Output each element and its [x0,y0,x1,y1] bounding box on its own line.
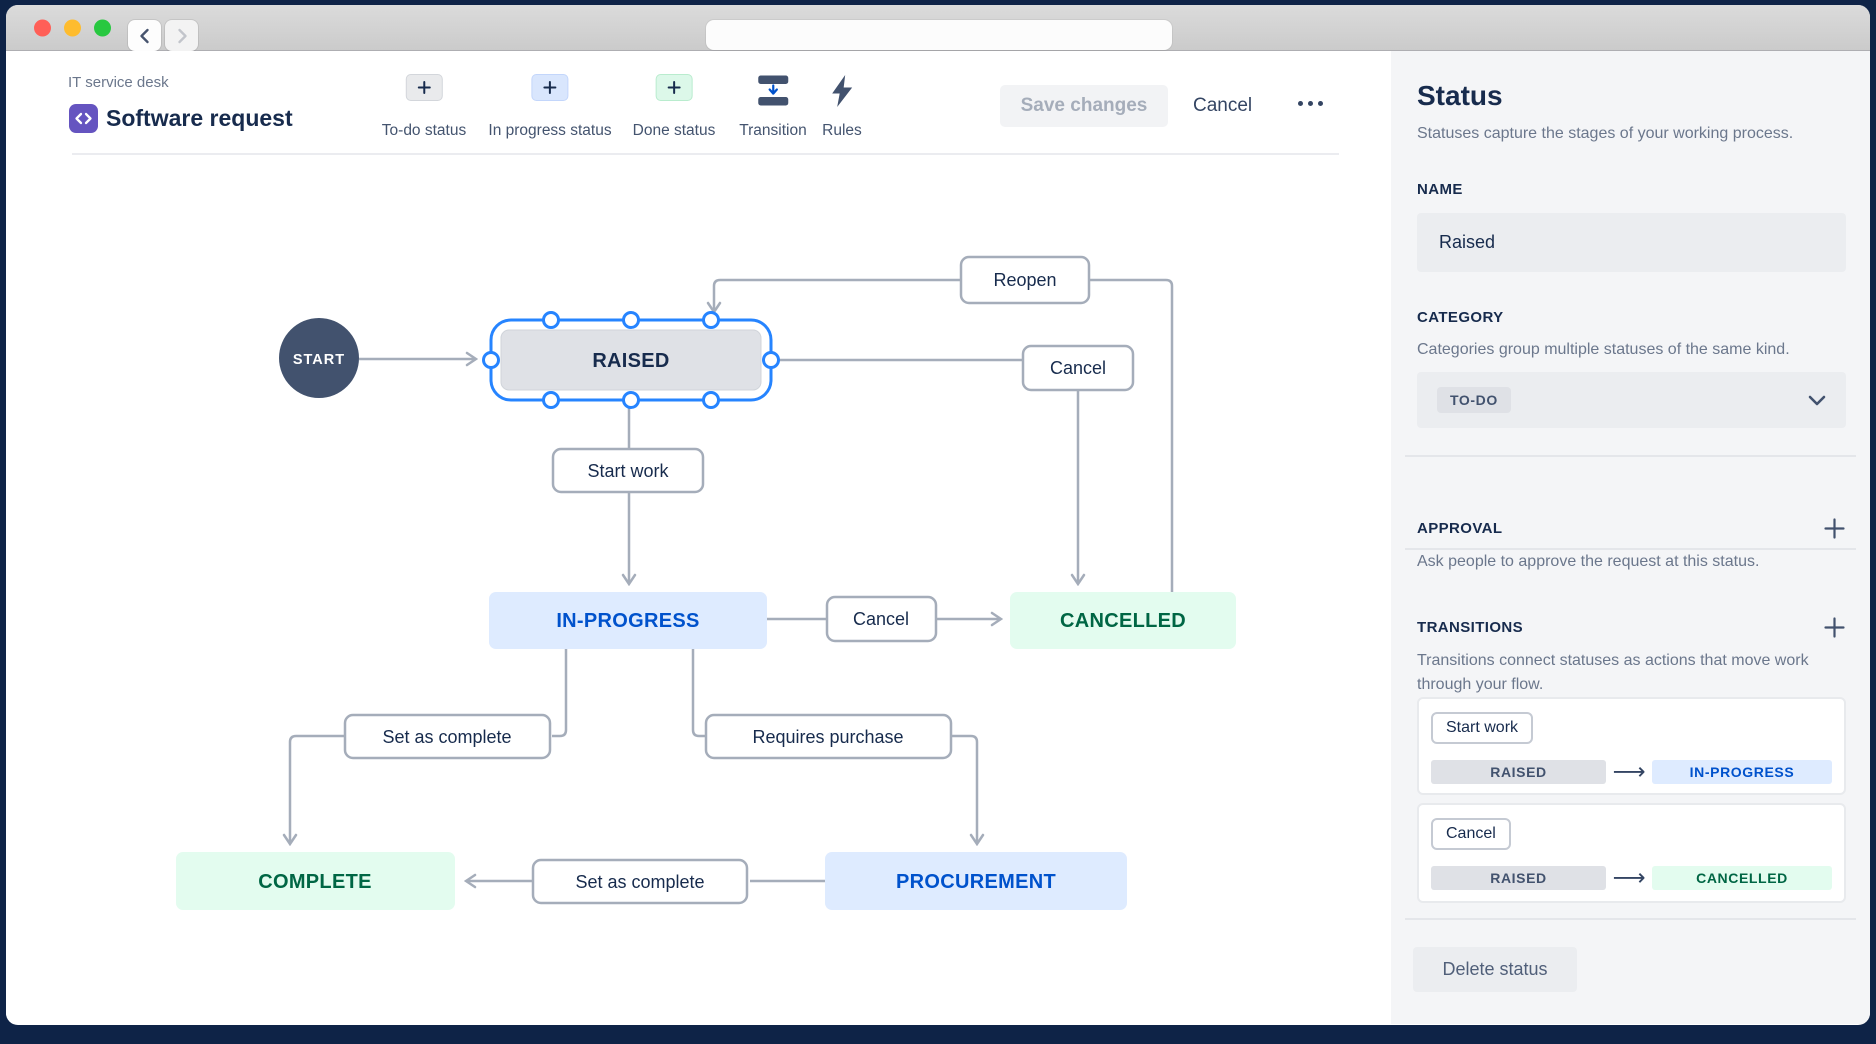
node-procurement[interactable]: PROCUREMENT [825,852,1127,910]
panel-title: Status [1417,80,1503,111]
tool-label: Rules [822,122,862,139]
node-start[interactable]: START [279,318,359,398]
transition-label-requires-purchase[interactable]: Requires purchase [704,713,953,760]
save-changes-button[interactable]: Save changes [1000,85,1168,127]
approval-description: Ask people to approve the request at thi… [1417,553,1760,570]
panel-subtitle: Statuses capture the stages of your work… [1417,125,1794,142]
approval-label: APPROVAL [1417,520,1503,537]
category-select[interactable]: TO-DO [1417,372,1846,428]
add-done-status-button[interactable]: Transition Done status [632,74,716,140]
browser-titlebar [6,5,1870,51]
node-raised-selected[interactable]: RAISED [482,311,780,409]
address-bar[interactable] [706,20,1172,50]
status-name-input[interactable]: Raised [1417,213,1846,272]
tool-label: Transition [739,122,807,139]
transition-icon [756,74,790,107]
transition-label-reopen[interactable]: Reopen [959,255,1091,305]
category-value-chip: TO-DO [1437,387,1511,413]
workflow-canvas-column: IT service desk Software request To-do s… [6,51,1391,1024]
software-request-icon [69,104,98,133]
minimize-window-icon[interactable] [64,19,81,37]
edge-inprogress-to-setcomplete [552,649,568,738]
zoom-window-icon[interactable] [94,19,111,37]
app-window: IT service desk Software request To-do s… [6,5,1870,1025]
transition-action-button[interactable]: Cancel [1431,818,1511,850]
category-label: CATEGORY [1417,309,1504,326]
svg-text:RAISED: RAISED [592,350,669,372]
plus-icon [405,74,443,101]
to-status-chip: IN-PROGRESS [1651,759,1832,784]
selection-handles[interactable] [482,311,780,409]
divider [1405,455,1856,457]
add-approval-icon[interactable] [1823,517,1846,540]
tool-label: In progress status [488,122,612,139]
add-transition-button[interactable]: Transition [739,74,807,140]
transition-card-start-work[interactable]: Start work RAISED ⟶ IN-PROGRESS [1417,697,1846,795]
arrow-right-icon: ⟶ [1612,758,1646,784]
name-label: NAME [1417,181,1463,198]
chevron-down-icon [1808,395,1826,405]
status-panel: Status Statuses capture the stages of yo… [1391,51,1870,1024]
edge-setcomplete-to-complete [290,734,345,844]
divider [1405,918,1856,920]
svg-text:COMPLETE: COMPLETE [258,871,372,893]
transition-action-button[interactable]: Start work [1431,712,1534,744]
page-title: Software request [106,105,293,131]
transition-label-cancel-top[interactable]: Cancel [1021,344,1135,392]
plus-icon [655,74,693,101]
node-cancelled[interactable]: CANCELLED [1010,592,1236,649]
tool-label: Done status [632,122,716,139]
forward-button[interactable] [165,20,198,51]
svg-text:Set as complete: Set as complete [382,727,511,747]
delete-status-button[interactable]: Delete status [1413,947,1577,992]
svg-text:START: START [293,352,345,368]
cancel-button[interactable]: Cancel [1193,95,1253,116]
from-status-chip: RAISED [1431,759,1606,784]
rules-button[interactable]: Rules [822,74,862,140]
transition-card-cancel[interactable]: Cancel RAISED ⟶ CANCELLED [1417,803,1846,903]
svg-text:Start work: Start work [587,461,669,481]
breadcrumb-project: IT service desk [68,74,169,91]
svg-text:Cancel: Cancel [1050,358,1106,378]
node-complete[interactable]: COMPLETE [176,852,455,910]
transitions-label: TRANSITIONS [1417,619,1524,636]
back-button[interactable] [128,20,161,51]
chevron-left-icon [139,28,149,43]
transition-label-set-as-complete-upper[interactable]: Set as complete [343,713,552,760]
from-status-chip: RAISED [1431,865,1606,890]
svg-text:Requires purchase: Requires purchase [752,727,903,747]
edge-requirespurchase-to-procurement [951,734,977,844]
edge-cancelled-to-raised-reopen [714,278,1174,592]
divider [1405,548,1856,550]
transition-label-cancel-mid[interactable]: Cancel [825,595,938,643]
close-window-icon[interactable] [34,19,51,37]
chevron-right-icon [177,28,187,43]
svg-text:Reopen: Reopen [993,270,1056,290]
to-status-chip: CANCELLED [1651,865,1832,890]
add-transition-icon[interactable] [1823,616,1846,639]
transition-label-start-work[interactable]: Start work [551,447,705,494]
svg-text:Set as complete: Set as complete [575,872,704,892]
transitions-description: Transitions connect statuses as actions … [1417,652,1809,693]
tool-label: To-do status [381,122,467,139]
add-todo-status-button[interactable]: To-do status [382,74,466,140]
svg-text:PROCUREMENT: PROCUREMENT [896,871,1056,893]
transition-label-set-as-complete-lower[interactable]: Set as complete [531,858,749,905]
svg-text:IN-PROGRESS: IN-PROGRESS [556,610,699,632]
workflow-toolbar: IT service desk Software request To-do s… [6,51,1391,155]
edge-inprogress-to-requirespurchase [691,649,708,738]
category-description: Categories group multiple statuses of th… [1417,341,1790,358]
lightning-bolt-icon [827,74,857,107]
add-inprogress-status-button[interactable]: In progress status [488,74,612,140]
arrow-right-icon: ⟶ [1612,864,1646,890]
svg-text:Cancel: Cancel [853,609,909,629]
svg-text:CANCELLED: CANCELLED [1060,610,1186,632]
transition-labels: Reopen Cancel Start work Cancel [343,255,1135,905]
plus-icon [531,74,569,101]
node-in-progress[interactable]: IN-PROGRESS [489,592,767,649]
workflow-diagram: Reopen Cancel Start work Cancel [176,255,1236,910]
more-menu-icon[interactable] [1298,101,1323,106]
